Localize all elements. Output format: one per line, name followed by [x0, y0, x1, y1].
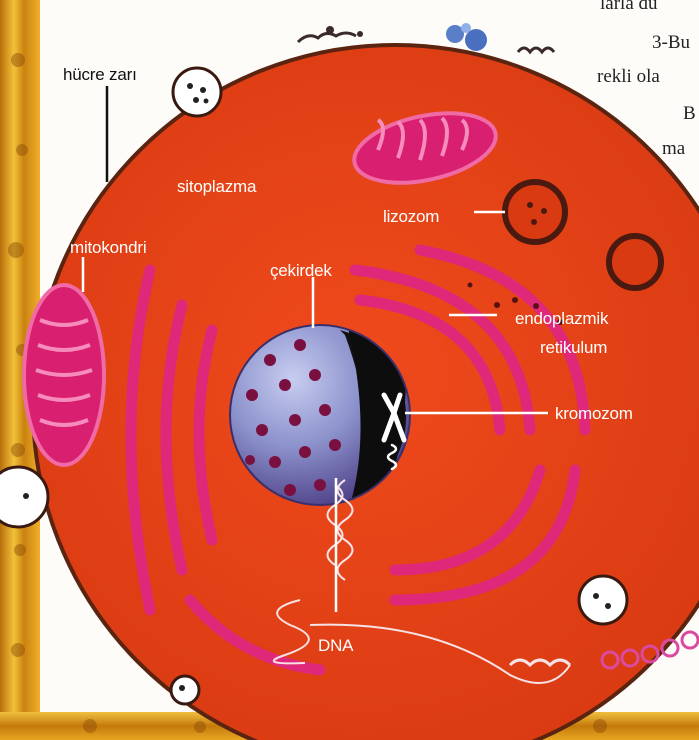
vesicle [171, 676, 199, 704]
page-text-line: ma [662, 139, 685, 158]
vesicle [0, 467, 48, 527]
page-text-line: rekli ola [597, 67, 660, 86]
surface-proteins [298, 26, 363, 42]
label-kromozom: kromozom [555, 405, 633, 422]
label-lizozom: lizozom [383, 208, 439, 225]
surface-receptor [446, 23, 487, 51]
label-sitoplazma: sitoplazma [177, 178, 256, 195]
page-text-line: B [683, 104, 696, 123]
lysosome [609, 236, 661, 288]
label-mitokondri: mitokondri [70, 239, 146, 256]
label-hucre-zari: hücre zarı [63, 66, 137, 83]
label-dna: DNA [318, 637, 353, 654]
vesicle [173, 68, 221, 116]
page-text-line: larla du [600, 0, 658, 13]
label-cekirdek: çekirdek [270, 262, 332, 279]
nucleus [230, 325, 410, 505]
surface-projections [518, 48, 554, 52]
vesicle [579, 576, 627, 624]
page-text-line: 3-Bu [652, 33, 690, 52]
label-endoplazmik: endoplazmik [515, 310, 608, 327]
lysosome [505, 182, 565, 242]
mitochondrion [24, 285, 104, 465]
label-retikulum: retikulum [540, 339, 607, 356]
